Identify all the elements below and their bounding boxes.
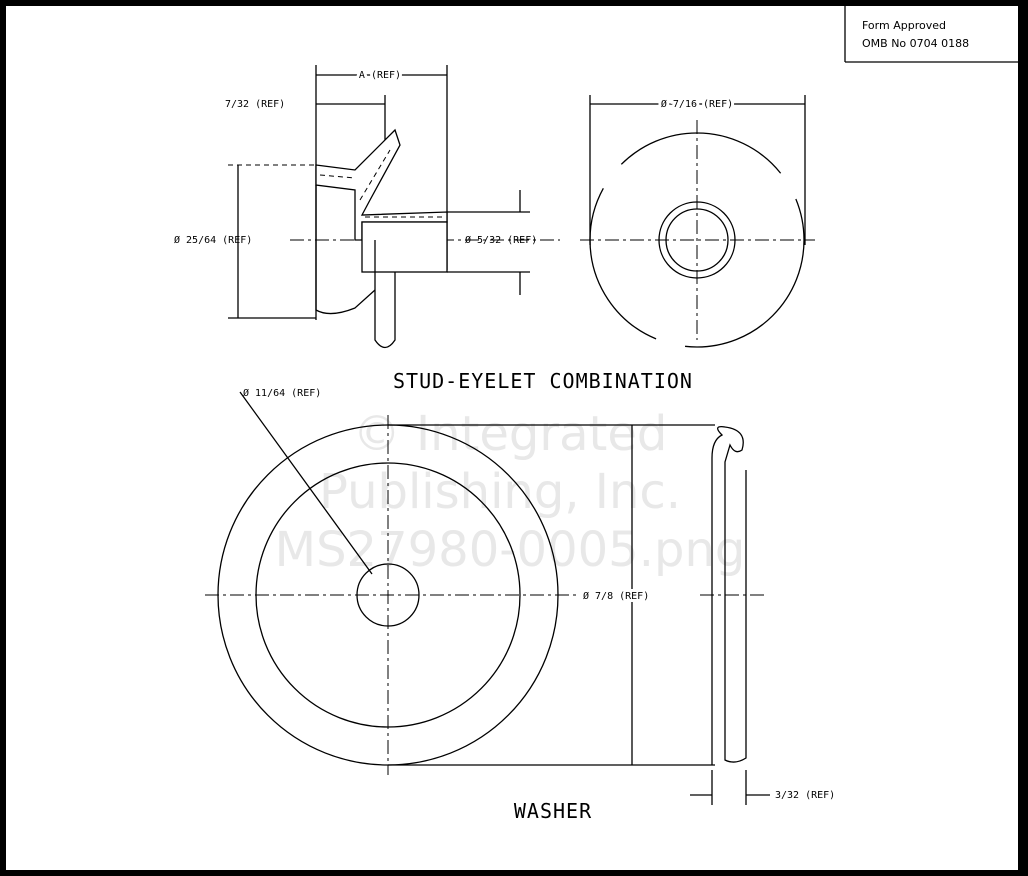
stud-eyelet-side-view [228, 65, 560, 349]
watermark-line-1: © Integrated [353, 406, 668, 462]
dim-a-label: A (REF) [359, 70, 401, 81]
dim-hole-label: Ø 11/64 (REF) [243, 387, 321, 399]
stud-eyelet-front-view [580, 95, 815, 348]
dim-5-32-label: Ø 5/32 (REF) [465, 234, 537, 246]
stud-eyelet-title: STUD-EYELET COMBINATION [393, 369, 693, 393]
dim-7-32-label: 7/32 (REF) [225, 99, 285, 110]
watermark-line-3: MS27980-0005.png [275, 522, 746, 578]
omb-number-label: OMB No 0704 0188 [862, 37, 969, 50]
watermark: © Integrated Publishing, Inc. MS27980-00… [275, 406, 746, 578]
dim-thickness-label: 3/32 (REF) [775, 790, 835, 801]
washer-side-view [388, 424, 770, 805]
dim-washer-diameter-label: Ø 7/8 (REF) [583, 590, 649, 602]
dim-25-64-label: Ø 25/64 (REF) [174, 234, 252, 246]
form-approved-label: Form Approved [862, 19, 946, 32]
dim-front-diameter-label: Ø 7/16 (REF) [661, 98, 733, 110]
watermark-line-2: Publishing, Inc. [319, 464, 681, 520]
washer-title: WASHER [514, 799, 592, 823]
